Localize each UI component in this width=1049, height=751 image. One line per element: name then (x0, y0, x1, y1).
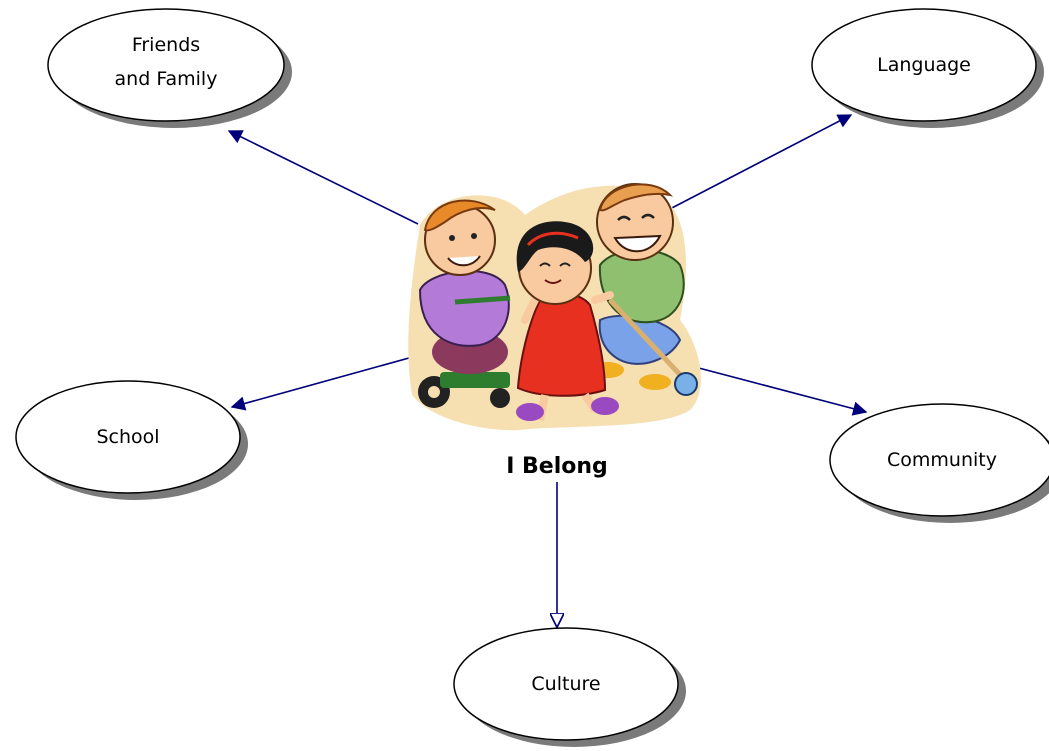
node-label: Community (887, 449, 997, 471)
node-ellipse (453, 627, 679, 741)
arrow-to-friends-family (227, 130, 419, 225)
node-language: Language (811, 8, 1044, 128)
connectors (227, 114, 868, 626)
node-label: Culture (531, 673, 600, 695)
node-ellipse (15, 380, 241, 494)
node-label: School (96, 426, 159, 448)
node-label-line-2: and Family (115, 68, 218, 90)
node-school: School (15, 380, 248, 500)
node-ellipse (829, 403, 1049, 517)
boy-with-tricycle (418, 199, 511, 408)
node-ellipse (47, 8, 285, 122)
girl-in-red-dress (516, 221, 619, 421)
boy2-hair (598, 183, 674, 212)
stick-wheel (674, 372, 698, 396)
boy-with-stick (592, 183, 698, 396)
girl-hair (516, 221, 594, 272)
node-ellipse (811, 8, 1037, 122)
tricycle-frame (440, 372, 510, 388)
node-community: Community (829, 403, 1049, 523)
node-culture: Culture (453, 627, 686, 747)
node-label-line-1: Friends (132, 34, 200, 56)
arrow-to-language (667, 114, 853, 211)
node-friends-family: Friends and Family (47, 8, 292, 128)
arrow-to-school (230, 352, 428, 411)
stick (608, 298, 687, 382)
arrow-to-community (675, 361, 868, 416)
center-label: I Belong (506, 454, 608, 479)
girl-dress (516, 292, 607, 397)
children-playing-illustration (408, 183, 701, 431)
node-label: Language (877, 54, 971, 76)
boy1-hair (423, 199, 496, 232)
